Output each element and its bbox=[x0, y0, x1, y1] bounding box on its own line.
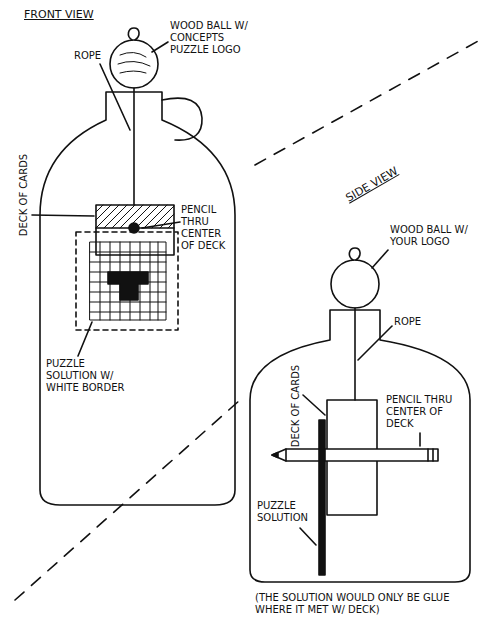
deck-of-cards bbox=[96, 205, 174, 255]
annotation-label: (THE SOLUTION WOULD ONLY BE GLUE WHERE I… bbox=[255, 592, 483, 616]
leader-line bbox=[419, 433, 421, 446]
leader-line bbox=[303, 395, 325, 415]
puzzle-solution-shape bbox=[108, 272, 148, 300]
bottle-outline bbox=[40, 92, 235, 505]
annotation-label: WOOD BALL W/ CONCEPTS PUZZLE LOGO bbox=[170, 20, 248, 56]
bottle-handle bbox=[162, 98, 202, 140]
annotation-label: PUZZLE SOLUTION bbox=[257, 500, 317, 524]
pencil-tip bbox=[272, 453, 278, 458]
rope bbox=[354, 308, 356, 400]
leader-line bbox=[32, 215, 94, 216]
leader-line bbox=[300, 528, 316, 545]
hanging-loop bbox=[128, 28, 139, 40]
rope bbox=[133, 88, 135, 205]
leader-line bbox=[358, 326, 392, 360]
dashed-divider bbox=[255, 40, 480, 165]
leader-line bbox=[152, 42, 168, 52]
annotation-label: PUZZLE SOLUTION W/ WHITE BORDER bbox=[46, 358, 130, 394]
annotation-label: FRONT VIEW bbox=[24, 8, 94, 21]
annotation-label: DECK OF CARDS bbox=[18, 154, 30, 236]
ball-logo bbox=[118, 52, 150, 73]
puzzle-solution-edge bbox=[319, 420, 325, 575]
pencil bbox=[272, 449, 438, 461]
leader-line bbox=[78, 322, 92, 356]
dashed-divider bbox=[15, 400, 240, 600]
annotation-label: DECK OF CARDS bbox=[290, 365, 302, 447]
puzzle-grid bbox=[90, 242, 166, 320]
pencil-detail bbox=[285, 449, 287, 461]
leader-line bbox=[100, 64, 130, 130]
pencil-detail bbox=[432, 449, 434, 461]
annotation-label: PENCIL THRU CENTER OF DECK bbox=[181, 204, 231, 252]
annotation-label: ROPE bbox=[74, 50, 101, 62]
bottle-outline bbox=[250, 310, 470, 582]
wood-ball bbox=[110, 40, 158, 88]
white-border bbox=[76, 232, 178, 330]
hanging-loop bbox=[349, 248, 360, 260]
annotation-label: PENCIL THRU CENTER OF DECK bbox=[386, 394, 464, 430]
annotation-label: WOOD BALL W/ YOUR LOGO bbox=[390, 224, 482, 248]
leader-line bbox=[142, 222, 180, 228]
leader-line bbox=[372, 250, 388, 268]
annotation-label: ROPE bbox=[394, 316, 421, 328]
annotation-label: SIDE VIEW bbox=[344, 165, 401, 205]
pencil-detail bbox=[427, 449, 429, 461]
